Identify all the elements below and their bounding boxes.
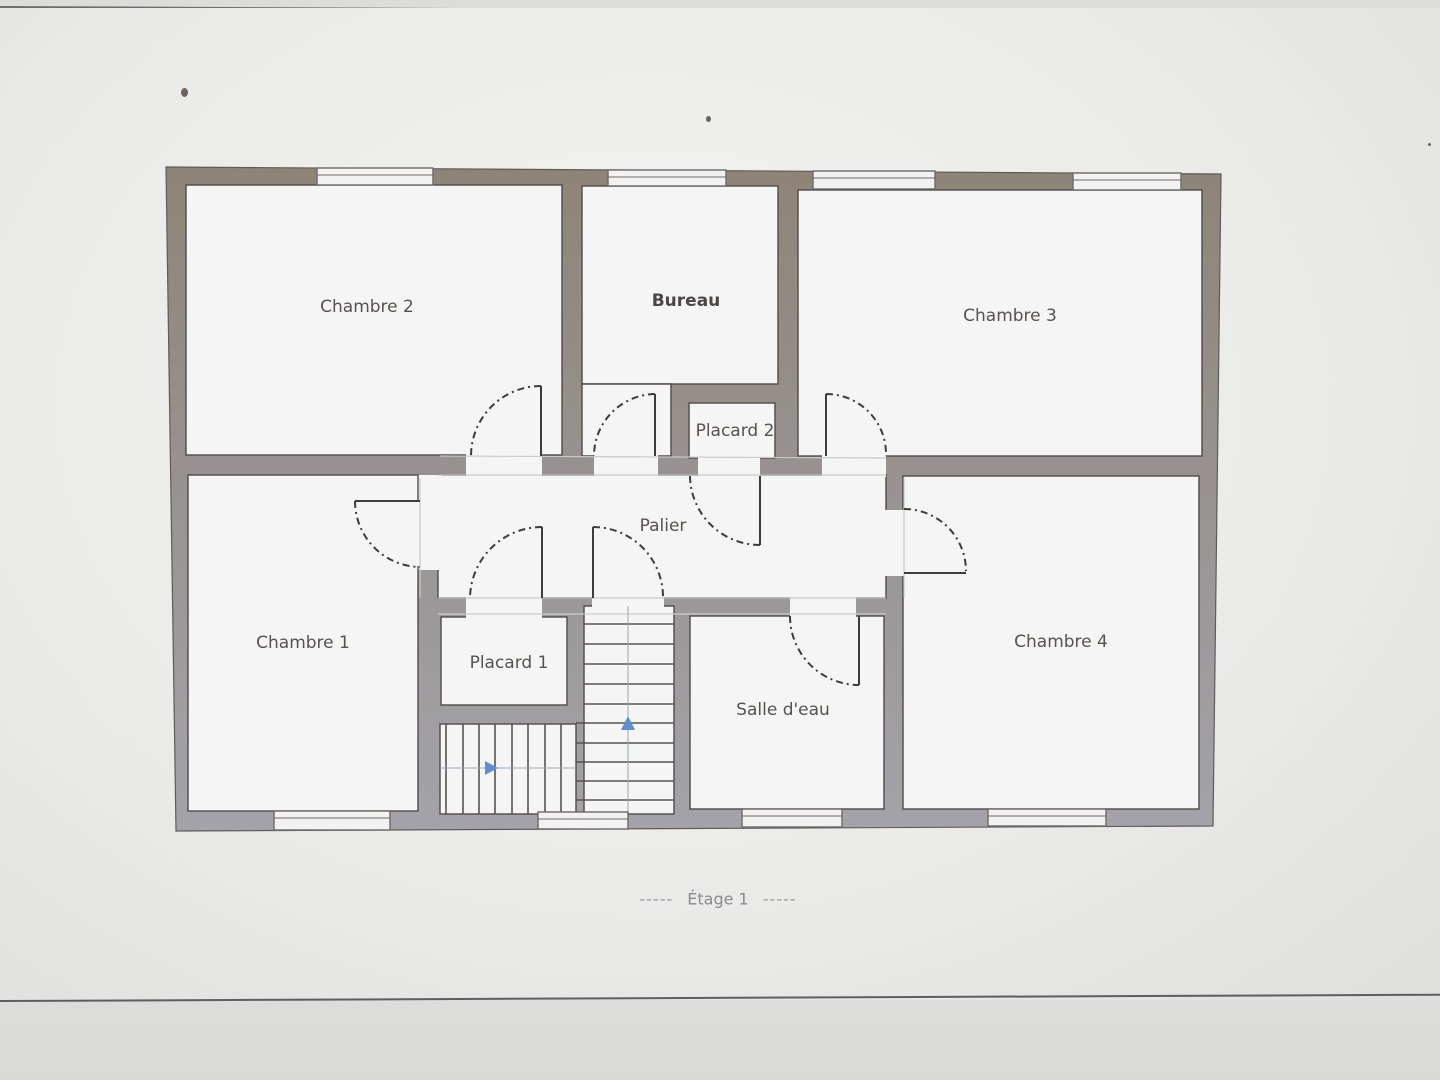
room-chambre-1: [187, 474, 419, 812]
room-bureau-lower: [581, 383, 672, 457]
room-label-placard-2: Placard 2: [695, 421, 775, 441]
window: [316, 167, 434, 186]
room-salle-d-eau: [689, 615, 885, 810]
room-placard-2: [688, 402, 776, 459]
room-label-chambre-2: Chambre 2: [320, 297, 414, 317]
doors: [354, 385, 967, 686]
room-label-bureau: Bureau: [651, 291, 721, 311]
room-label-chambre-1: Chambre 1: [256, 633, 350, 653]
windows: [273, 167, 1182, 831]
caption-dash-left: -----: [639, 889, 674, 909]
window: [987, 808, 1107, 827]
thresholds: [419, 455, 905, 615]
dust-speck: [181, 88, 188, 97]
room-floors: [185, 184, 1203, 815]
room-bureau: [581, 185, 779, 385]
room-label-chambre-3: Chambre 3: [963, 306, 1057, 326]
window: [812, 170, 936, 190]
stairs-upper: [583, 605, 675, 815]
dust-speck: [1428, 143, 1431, 146]
dust-speck: [706, 116, 711, 122]
room-label-chambre-4: Chambre 4: [1014, 632, 1108, 652]
stair-treads: [445, 623, 674, 814]
room-label-palier: Palier: [639, 516, 687, 536]
room-chambre-3: [797, 189, 1203, 457]
window-glazing: [274, 174, 1181, 820]
door-openings: [416, 454, 906, 618]
room-placard-1: [440, 616, 568, 706]
room-chambre-2: [185, 184, 563, 456]
window: [607, 169, 727, 187]
stairs-lower: [439, 723, 577, 815]
stair-arrow-right-icon: [485, 761, 498, 775]
caption-dash-right: -----: [762, 889, 797, 909]
window: [537, 811, 629, 830]
window: [741, 808, 843, 828]
stair-walkline: [440, 606, 629, 814]
stair-arrow-up-icon: [621, 716, 635, 730]
window: [273, 810, 391, 831]
window: [1072, 172, 1182, 191]
floor-caption: ----- Étage 1 -----: [625, 890, 810, 909]
room-label-placard-1: Placard 1: [469, 653, 549, 673]
room-label-salle-d-eau: Salle d'eau: [736, 700, 830, 720]
floor-name: Étage 1: [687, 889, 749, 909]
